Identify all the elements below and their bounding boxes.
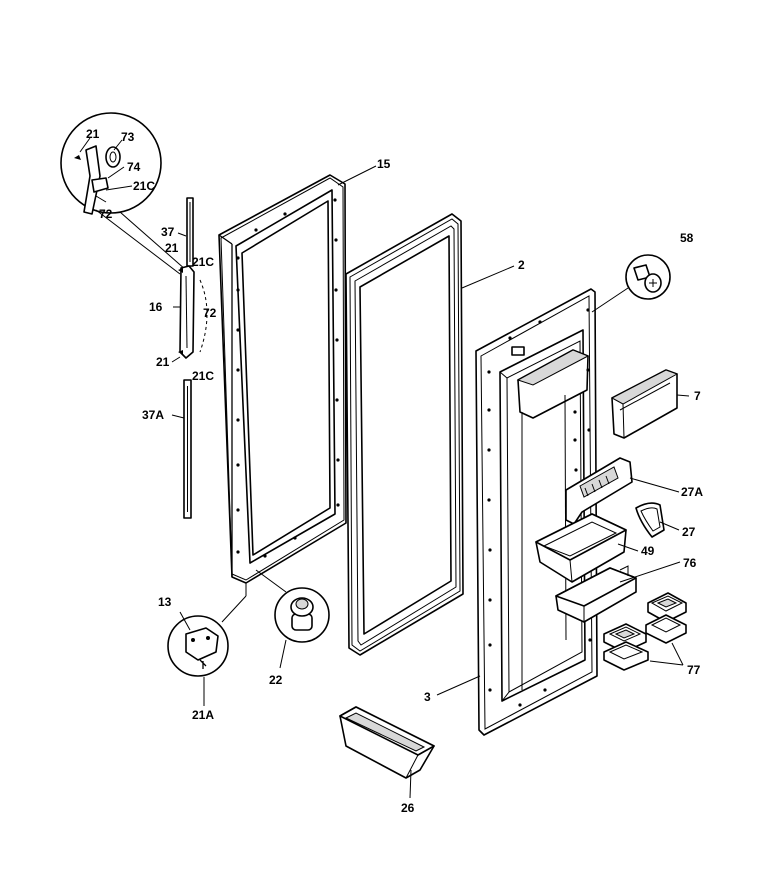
door-panel-15	[218, 174, 347, 584]
callout-22: 22	[269, 673, 283, 687]
callout-72: 72	[99, 207, 113, 221]
callout-21c-hinge-bottom: 21C	[192, 369, 214, 383]
callout-21a: 21A	[192, 708, 214, 722]
door-gasket-2	[345, 213, 464, 656]
callout-7: 7	[694, 389, 701, 403]
door-bin-26	[339, 706, 435, 779]
hinge-strip-37a	[183, 379, 192, 519]
callout-37: 37	[161, 225, 175, 239]
callout-27a: 27A	[681, 485, 703, 499]
callout-2: 2	[518, 258, 525, 272]
bracket-27	[635, 502, 665, 538]
egg-trays-77	[603, 592, 687, 671]
door-bin-49	[535, 513, 627, 583]
callout-3: 3	[424, 690, 431, 704]
callout-leaders	[79, 137, 690, 799]
callout-21-hinge-bottom: 21	[156, 355, 170, 369]
door-closer-detail-22	[255, 569, 330, 643]
callout-21: 21	[86, 127, 100, 141]
callout-77: 77	[687, 663, 701, 677]
callout-26: 26	[401, 801, 415, 815]
door-bin-27a	[565, 457, 633, 525]
callout-21-hinge-top: 21	[165, 241, 179, 255]
shelf-cover-7	[610, 369, 679, 439]
callout-13: 13	[158, 595, 172, 609]
hinge-detail-inset	[60, 112, 187, 275]
callout-58: 58	[680, 231, 694, 245]
callout-76: 76	[683, 556, 697, 570]
callout-labels: 21 73 74 21C 72 37 21 21C 16 72 21 21C 3…	[86, 127, 703, 815]
door-liner-3	[475, 288, 598, 736]
callout-37a: 37A	[142, 408, 164, 422]
callout-21c: 21C	[133, 179, 155, 193]
bottom-hinge-detail	[167, 583, 247, 677]
door-shelf-76	[555, 565, 637, 623]
callout-72-hinge: 72	[203, 306, 217, 320]
callout-21c-hinge-top: 21C	[192, 255, 214, 269]
callout-16: 16	[149, 300, 163, 314]
callout-74: 74	[127, 160, 141, 174]
callout-49: 49	[641, 544, 655, 558]
callout-73: 73	[121, 130, 135, 144]
callout-15: 15	[377, 157, 391, 171]
screw-58	[591, 254, 671, 313]
callout-27: 27	[682, 525, 696, 539]
hinge-16	[178, 265, 208, 359]
